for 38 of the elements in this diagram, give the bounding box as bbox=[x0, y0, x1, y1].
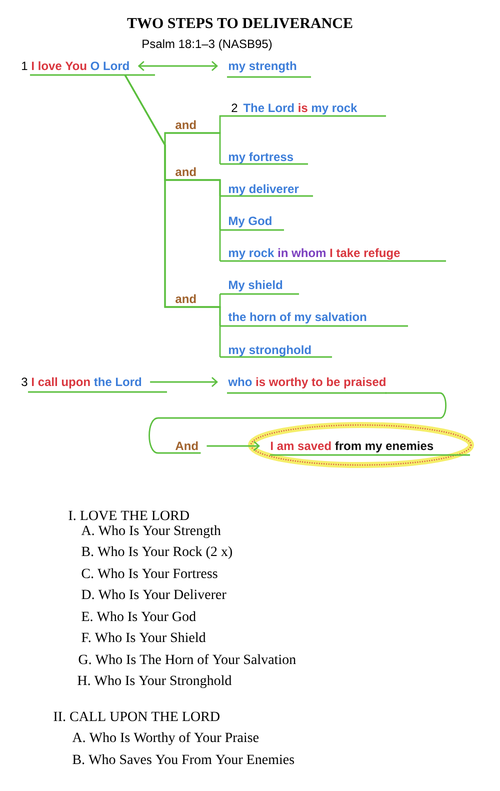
outline-line: F. Who Is Your Shield bbox=[82, 632, 206, 642]
title: TWO STEPS TO DELIVERANCE bbox=[127, 18, 352, 28]
underlined-phrase: The Lord is my rock bbox=[241, 103, 386, 117]
outline-line: H. Who Is Your Stronghold bbox=[78, 675, 232, 688]
underlined-phrase: My shield bbox=[220, 280, 299, 295]
underlined-phrase: my rock in whom I take refuge bbox=[220, 248, 446, 262]
connector-label: and bbox=[176, 120, 196, 130]
outline-line: I. LOVE THE LORD bbox=[68, 510, 189, 520]
outline-line: A. Who Is Worthy of Your Praise bbox=[72, 732, 259, 746]
outline-line: II. CALL UPON THE LORD bbox=[54, 712, 220, 722]
underlined-phrase: my fortress bbox=[220, 152, 308, 165]
outline-line: A. Who Is Your Strength bbox=[81, 525, 221, 538]
underlined-phrase: I am saved from my enemies bbox=[270, 441, 470, 456]
connector-line bbox=[148, 392, 446, 454]
arrow bbox=[206, 440, 260, 452]
underlined-phrase: My God bbox=[220, 216, 284, 231]
outline-line: E. Who Is Your God bbox=[82, 611, 196, 622]
underlined-phrase: I call upon the Lord bbox=[28, 377, 167, 393]
subtitle: Psalm 18:1–3 (NASB95) bbox=[142, 39, 272, 50]
outline-line: C. Who Is Your Fortress bbox=[82, 568, 218, 578]
connector-label: and bbox=[176, 167, 196, 176]
outline-line: B. Who Saves You From Your Enemies bbox=[72, 754, 294, 764]
underlined-phrase: my stronghold bbox=[220, 345, 332, 358]
verse-number: 3 bbox=[22, 378, 28, 386]
underlined-phrase: my deliverer bbox=[220, 184, 313, 197]
connector-label: and bbox=[176, 294, 196, 304]
underlined-phrase: my strength bbox=[227, 61, 311, 78]
underlined-phrase: I love You O Lord bbox=[30, 61, 155, 76]
verse-number: 1 bbox=[22, 62, 28, 70]
outline-line: D. Who Is Your Deliverer bbox=[82, 589, 226, 600]
arrow bbox=[138, 60, 218, 72]
underlined-phrase: the horn of my salvation bbox=[220, 312, 408, 327]
arrow bbox=[150, 376, 218, 388]
underlined-phrase: who is worthy to be praised bbox=[227, 377, 386, 394]
outline-line: B. Who Is Your Rock (2 x) bbox=[82, 546, 232, 559]
underlined-phrase: And bbox=[176, 441, 198, 450]
verse-number: 2 bbox=[232, 104, 238, 112]
outline-line: G. Who Is The Horn of Your Salvation bbox=[78, 654, 296, 664]
